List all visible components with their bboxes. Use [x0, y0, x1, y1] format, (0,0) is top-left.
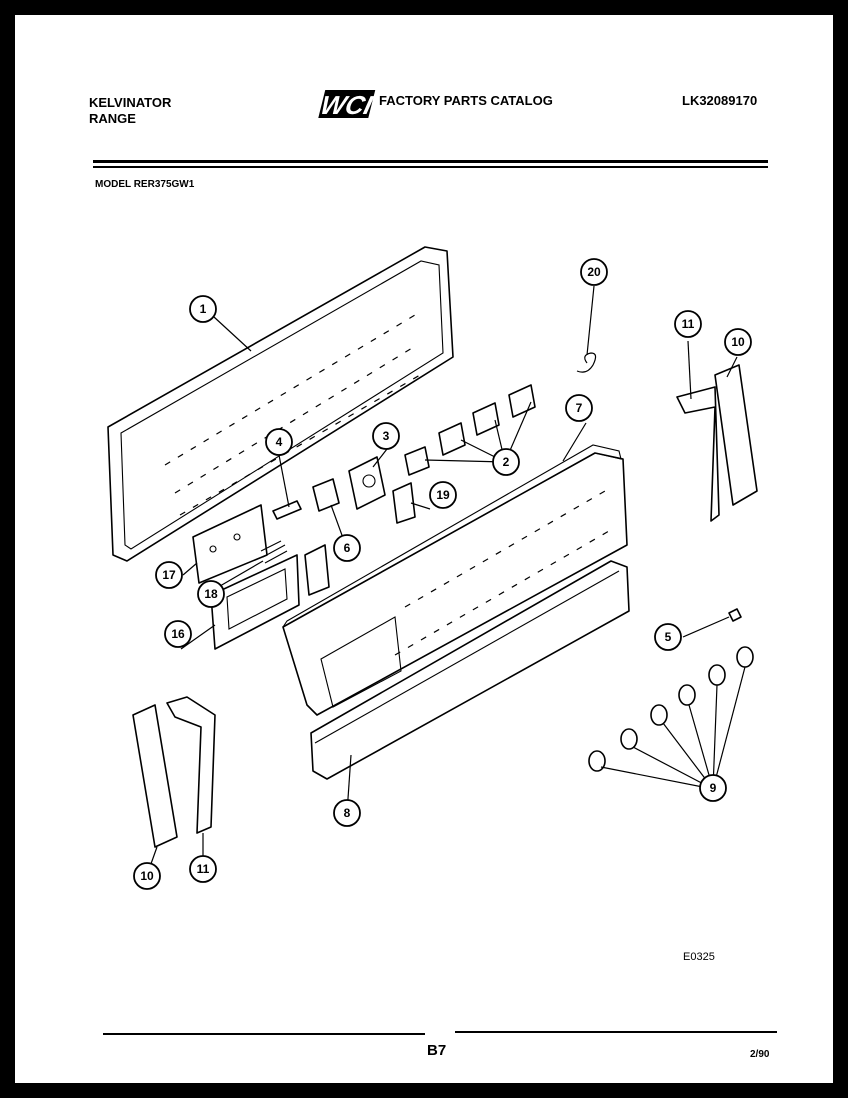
- brand-name: KELVINATOR: [89, 95, 172, 110]
- callout-19: 19: [429, 481, 457, 509]
- catalog-number: LK32089170: [682, 93, 758, 108]
- svg-text:3: 3: [383, 429, 390, 443]
- svg-text:17: 17: [162, 568, 176, 582]
- callout-2: 2: [492, 448, 520, 476]
- part-clock-clips: [260, 540, 330, 596]
- svg-text:10: 10: [140, 869, 154, 883]
- footer-rule-right: [455, 1031, 777, 1033]
- part-end-cap-left: [132, 704, 178, 848]
- svg-text:7: 7: [576, 401, 583, 415]
- part-wire-harness: [576, 352, 597, 373]
- callout-5: 5: [654, 623, 682, 651]
- svg-text:19: 19: [436, 488, 450, 502]
- svg-text:2: 2: [503, 455, 510, 469]
- part-control-panel: [282, 444, 628, 716]
- part-clock-bezel: [210, 554, 300, 650]
- svg-text:1: 1: [200, 302, 207, 316]
- callout-18: 18: [197, 580, 225, 608]
- part-screw: [728, 608, 742, 622]
- exploded-parts-diagram: 1 2 3 4 5 6 7 8 9 10 10 11 11 16 17 18 1…: [107, 246, 758, 890]
- callout-10-right: 10: [724, 328, 752, 356]
- callout-9: 9: [699, 774, 727, 802]
- product-type: RANGE: [89, 111, 136, 126]
- svg-text:11: 11: [197, 862, 210, 876]
- part-backguard-panel: [107, 246, 454, 562]
- part-bracket: [272, 500, 302, 520]
- svg-text:5: 5: [665, 630, 672, 644]
- page-number: B7: [427, 1042, 447, 1059]
- part-end-bracket-right: [676, 386, 720, 522]
- part-control-knobs: [588, 646, 754, 772]
- callout-1: 1: [189, 295, 217, 323]
- part-burner-switches: [404, 384, 536, 476]
- part-lower-trim: [310, 560, 630, 780]
- svg-text:6: 6: [344, 541, 351, 555]
- part-clock: [192, 504, 268, 584]
- figure-code: E0325: [683, 951, 715, 963]
- model-number: MODEL RER375GW1: [95, 179, 195, 190]
- callout-4: 4: [265, 428, 293, 456]
- callout-6: 6: [333, 534, 361, 562]
- svg-text:4: 4: [276, 435, 283, 449]
- svg-text:9: 9: [710, 781, 717, 795]
- revision-date: 2/90: [750, 1049, 770, 1060]
- svg-text:20: 20: [587, 265, 601, 279]
- callout-10-left: 10: [133, 862, 161, 890]
- parts-catalog-page: KELVINATOR RANGE WCI FACTORY PARTS CATAL…: [15, 15, 833, 1083]
- callout-11-right: 11: [674, 310, 702, 338]
- catalog-title: FACTORY PARTS CATALOG: [379, 93, 553, 108]
- part-selector-switch: [348, 456, 386, 510]
- callout-8: 8: [333, 799, 361, 827]
- header-rule-thick: [93, 160, 768, 163]
- callout-7: 7: [565, 394, 593, 422]
- svg-text:16: 16: [171, 627, 185, 641]
- part-infinite-switch: [312, 478, 340, 512]
- callout-17: 17: [155, 561, 183, 589]
- callout-3: 3: [372, 422, 400, 450]
- svg-text:11: 11: [682, 317, 695, 331]
- callout-16: 16: [164, 620, 192, 648]
- callout-11-left: 11: [189, 855, 217, 883]
- svg-text:WCI: WCI: [318, 90, 376, 120]
- header-rule-thin: [93, 166, 768, 168]
- part-end-cap-right: [714, 364, 758, 506]
- svg-text:18: 18: [204, 587, 218, 601]
- wci-logo: WCI: [318, 87, 376, 124]
- footer-rule-left: [103, 1033, 425, 1035]
- svg-text:8: 8: [344, 806, 351, 820]
- callout-20: 20: [580, 258, 608, 286]
- part-terminal-block: [392, 482, 416, 524]
- svg-text:10: 10: [731, 335, 745, 349]
- part-end-bracket-left: [166, 696, 216, 834]
